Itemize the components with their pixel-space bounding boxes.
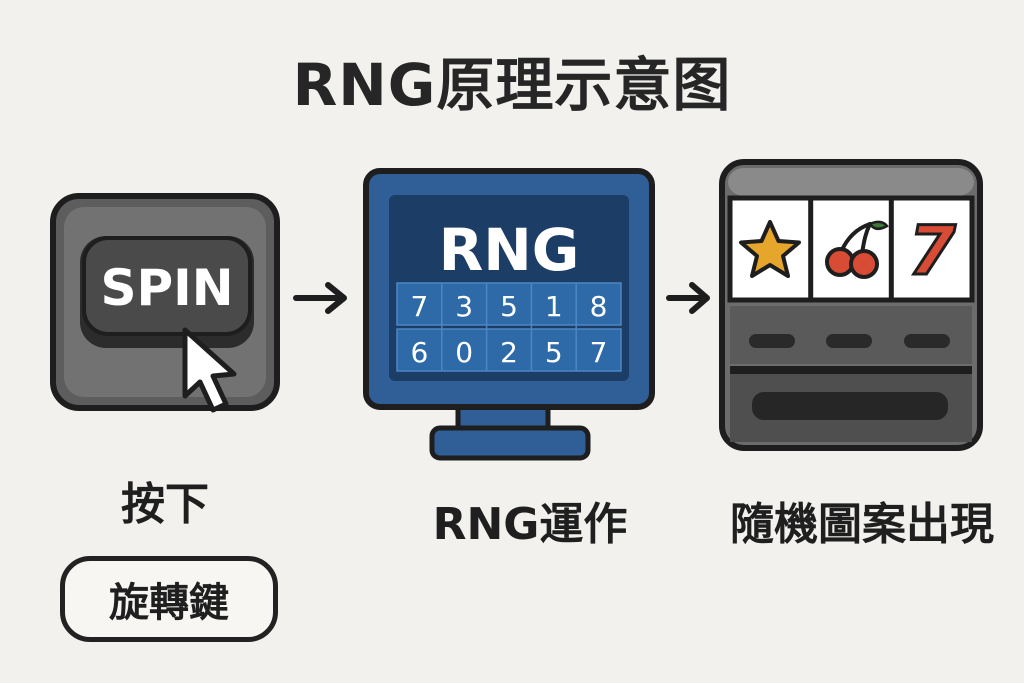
spin-button-panel[interactable]: SPIN (50, 193, 280, 411)
rng-digit: 3 (455, 290, 473, 323)
rng-digit: 8 (590, 290, 608, 323)
step-label-random-pattern: 隨機圖案出現 (730, 499, 994, 550)
rng-digit: 1 (545, 290, 563, 323)
rng-digit: 0 (455, 336, 473, 369)
diagram-title: RNG原理示意图 (292, 51, 732, 119)
rng-digit: 5 (545, 336, 563, 369)
seven-icon: 7 (908, 212, 956, 291)
step-label-press: 按下 (121, 479, 209, 530)
cursor-icon (182, 327, 237, 413)
rng-screen-label: RNG (439, 216, 580, 284)
arrow-right-icon (666, 282, 710, 314)
rng-digit: 6 (410, 336, 428, 369)
rng-digit: 7 (590, 336, 608, 369)
slot-machine: 7 (719, 159, 983, 451)
cherry-icon (825, 220, 889, 279)
rng-digit: 2 (500, 336, 518, 369)
star-icon (739, 220, 801, 278)
spin-key-label-box: 旋轉鍵 (60, 556, 278, 642)
step-label-rng-running: RNG運作 (432, 499, 628, 550)
rng-digit: 7 (410, 290, 428, 323)
rng-digit: 5 (500, 290, 518, 323)
rng-monitor: RNG 7 3 5 1 8 6 0 2 5 7 (363, 168, 655, 461)
arrow-right-icon (293, 282, 347, 314)
spin-button-label[interactable]: SPIN (100, 259, 233, 317)
